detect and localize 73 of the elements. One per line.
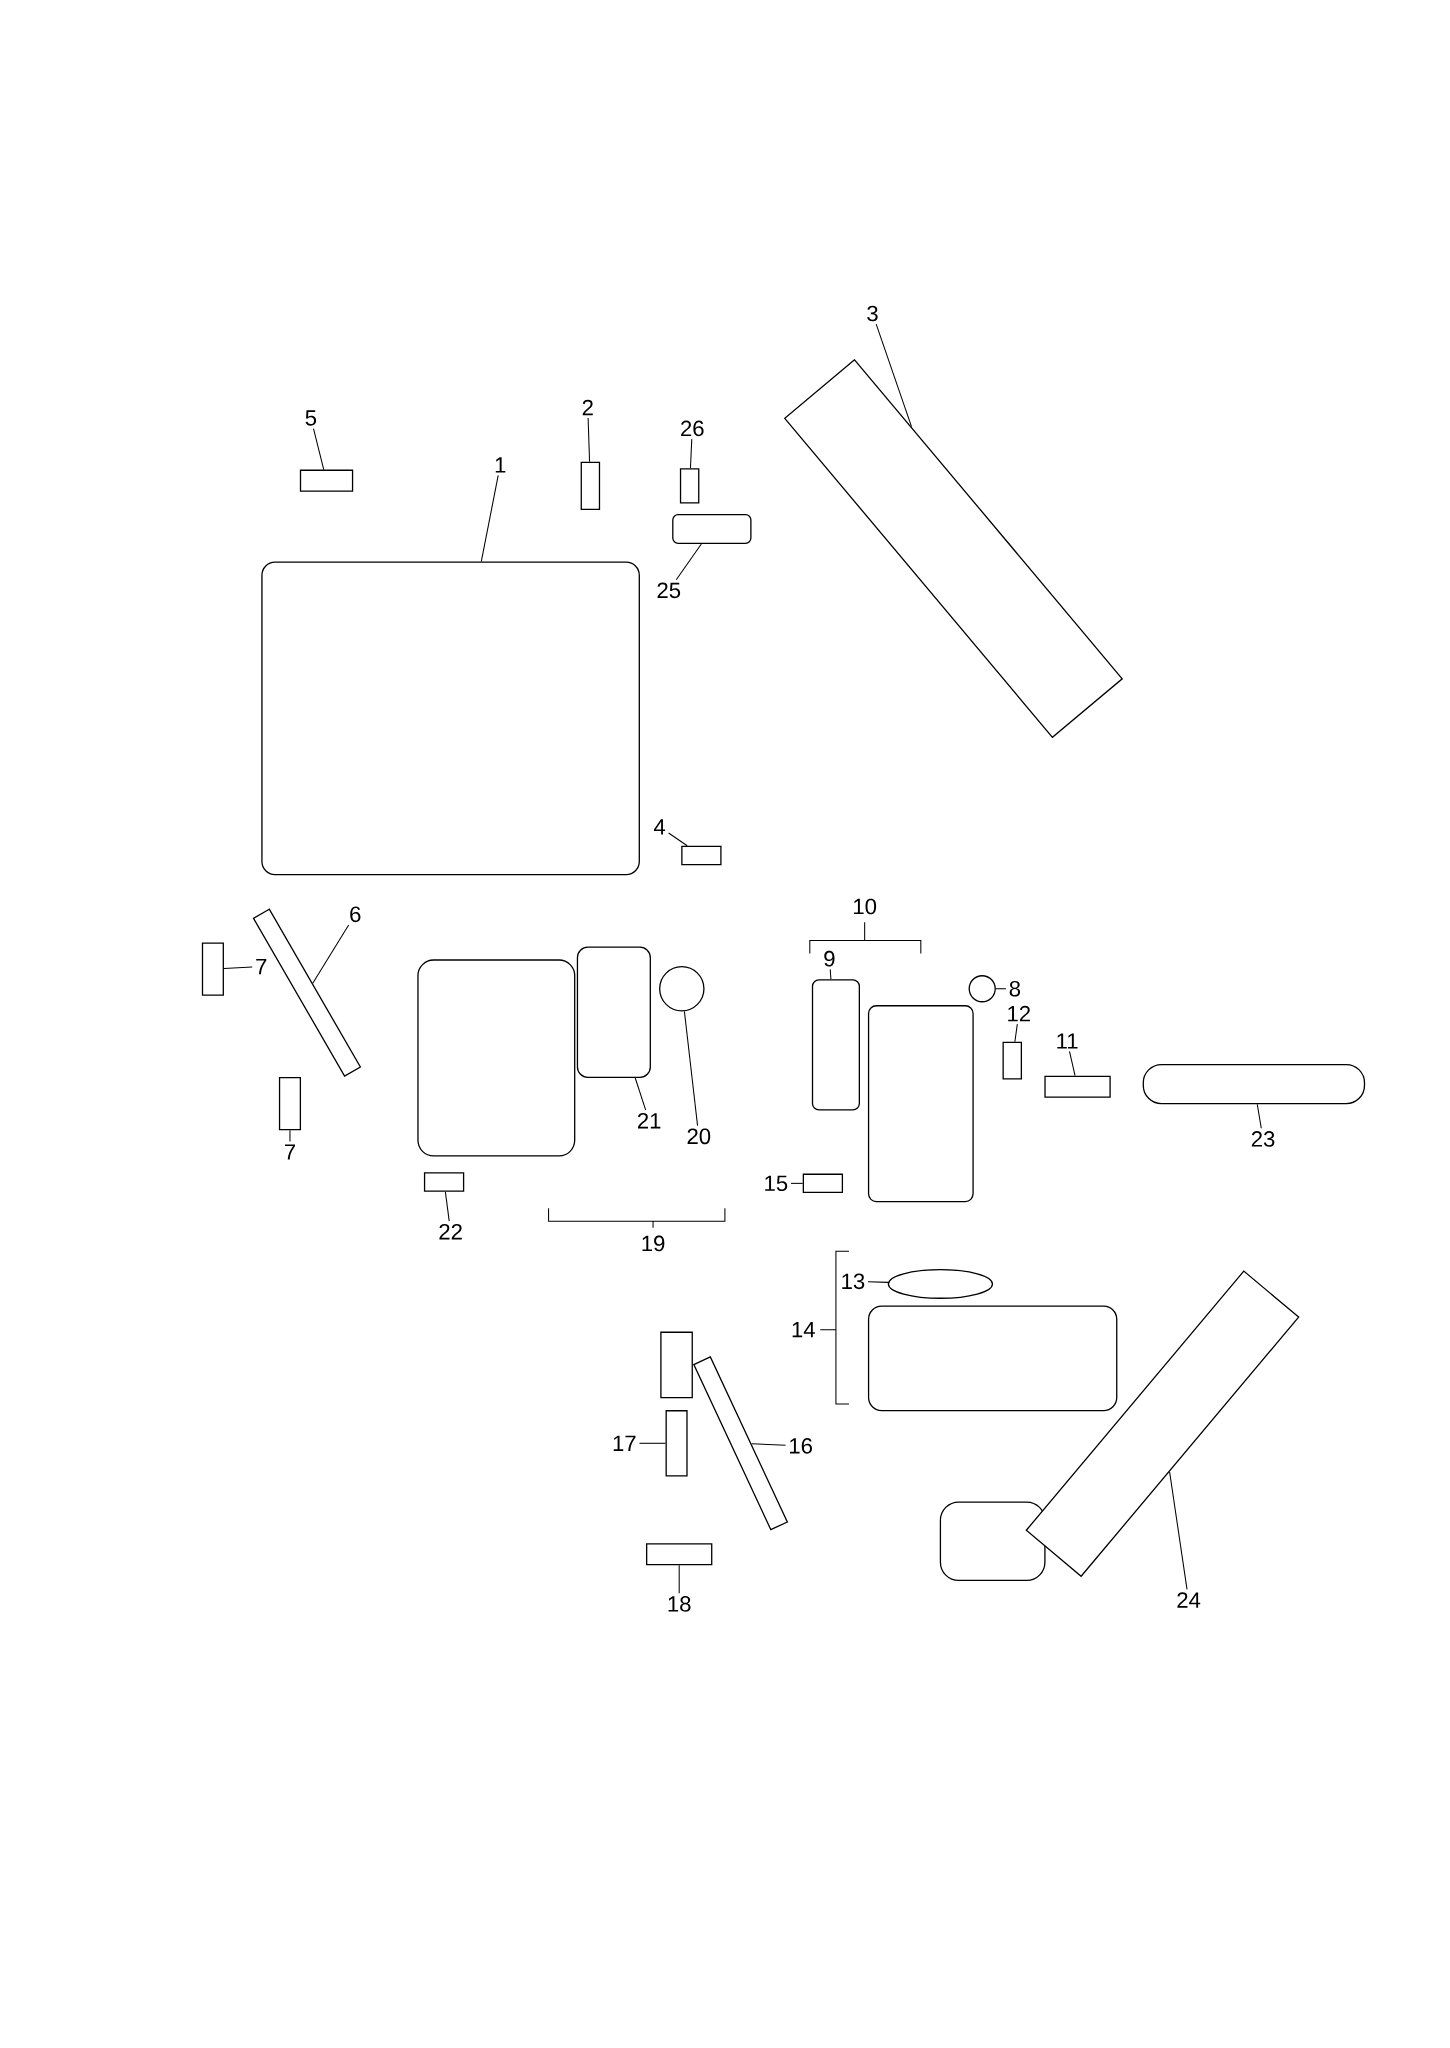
leader-line [1169, 1471, 1188, 1590]
leader-line [223, 966, 253, 970]
sensor [580, 461, 601, 510]
leader-line [480, 474, 499, 563]
bolt [279, 1077, 302, 1131]
leader-line [829, 968, 832, 980]
callout-number: 14 [792, 1322, 815, 1338]
callout-number: 2 [579, 397, 597, 418]
bolt [802, 1173, 844, 1194]
bolt [1002, 1041, 1023, 1080]
callout-number: 1 [491, 454, 510, 476]
callout-number: 16 [785, 1435, 816, 1457]
leader-line [790, 1182, 804, 1184]
o-ring [887, 1268, 994, 1299]
callout-number: 24 [1173, 1589, 1204, 1611]
bracket [252, 908, 362, 1077]
valve [672, 514, 752, 544]
callout-number: 8 [1006, 978, 1024, 1000]
leader-line [751, 1443, 787, 1446]
cooler [261, 561, 641, 876]
leader-line [587, 417, 591, 463]
callout-number: 11 [1053, 1030, 1082, 1052]
callout-number: 18 [664, 1593, 695, 1615]
callout-number: 15 [761, 1173, 791, 1194]
bolt [424, 1172, 465, 1192]
bolt [681, 845, 722, 866]
leader-line [675, 543, 702, 581]
bolt [646, 1543, 713, 1566]
callout-number: 9 [820, 948, 839, 970]
plug [968, 975, 996, 1003]
callout-number: 12 [1004, 1003, 1034, 1024]
callout-number: 20 [683, 1125, 714, 1147]
gasket [576, 946, 652, 1078]
leader-line [684, 1010, 699, 1127]
leader-line [312, 924, 350, 984]
leader-line [639, 1442, 667, 1444]
bracket [693, 1356, 789, 1531]
callout-number: 7 [281, 1141, 299, 1163]
callout-number: 5 [302, 407, 320, 429]
hose [1142, 1063, 1366, 1105]
leader-line [995, 988, 1007, 990]
leader-line [867, 1281, 889, 1283]
callout-number: 22 [435, 1221, 466, 1242]
callout-number: 19 [642, 1235, 665, 1252]
leader-line [313, 428, 325, 471]
callout-number: 21 [634, 1110, 665, 1131]
bolt [299, 469, 354, 492]
callout-number: 10 [854, 898, 877, 915]
leader-line [690, 438, 693, 469]
leader-line [668, 832, 688, 847]
bolt [680, 468, 700, 504]
leader-line [444, 1191, 450, 1222]
gasket [811, 979, 861, 1111]
leader-line [678, 1564, 680, 1594]
callout-number: 25 [653, 579, 684, 601]
leader-line [1256, 1103, 1262, 1129]
callout-number: 13 [838, 1270, 868, 1292]
callout-number: 3 [863, 303, 882, 324]
leader-line [1014, 1023, 1018, 1043]
sensor [1044, 1075, 1111, 1098]
callout-number: 23 [1248, 1128, 1279, 1150]
callout-number: 17 [609, 1433, 640, 1454]
leader-line [875, 323, 913, 428]
callout-number: 26 [677, 418, 708, 439]
leader-line [634, 1077, 647, 1111]
leader-line [289, 1129, 291, 1143]
bolt [201, 942, 225, 996]
callout-number: 7 [252, 956, 271, 977]
bolt [665, 1410, 688, 1477]
callout-number: 6 [346, 903, 365, 925]
callout-number: 4 [650, 816, 669, 837]
leader-line [1069, 1050, 1076, 1077]
ring [659, 965, 705, 1012]
